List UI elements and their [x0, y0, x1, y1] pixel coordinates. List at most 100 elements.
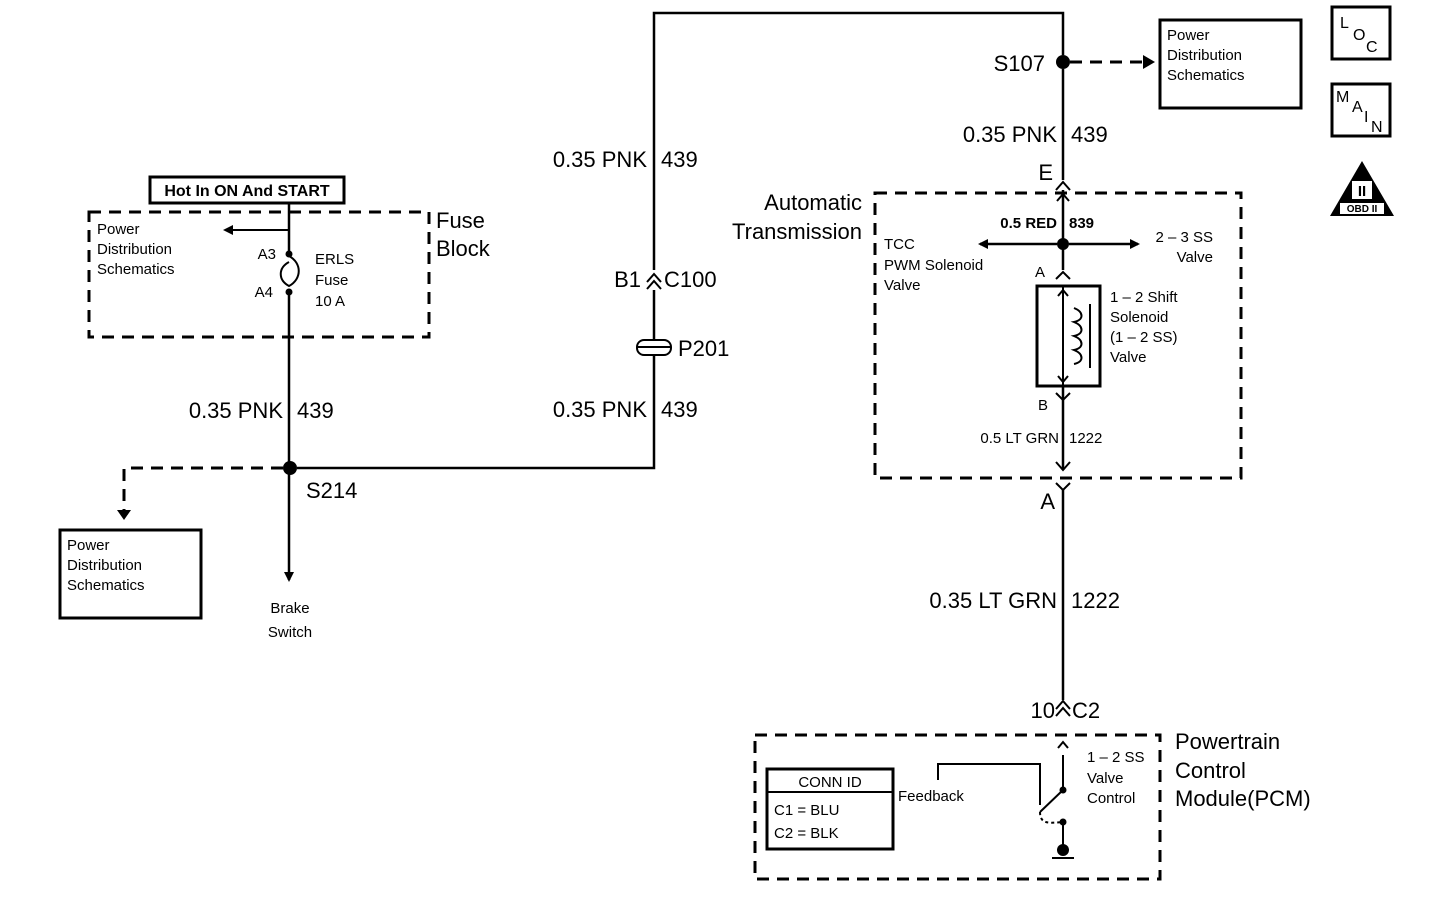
solenoid-label-3: (1 – 2 SS) — [1110, 329, 1178, 346]
center-upper-circuit: 439 — [661, 147, 698, 172]
solenoid-pin-a: A — [1035, 264, 1045, 281]
pcm-title-3: Module(PCM) — [1175, 786, 1311, 811]
pcm-feed-gauge: 0.35 LT GRN — [929, 588, 1057, 613]
loc-icon-c: C — [1366, 39, 1378, 56]
trans-bottom-circuit: 1222 — [1069, 430, 1102, 447]
connector-c100-pin: B1 — [614, 267, 641, 292]
hot-label: Hot In ON And START — [164, 183, 330, 200]
feedback-label: Feedback — [898, 788, 964, 805]
conn-id-c2: C2 = BLK — [774, 825, 839, 842]
conn-id-c1: C1 = BLU — [774, 802, 839, 819]
fuse-block: Fuse Block Power Distribution Schematics… — [87, 208, 491, 339]
splice-s214 — [283, 461, 297, 475]
arrow-to-pds-bottom — [117, 510, 131, 520]
connector-c100-name: C100 — [664, 267, 717, 292]
wire-s214-to-p201 — [297, 355, 656, 470]
pds-box-top-right: Power Distribution Schematics — [1158, 18, 1303, 110]
loc-icon-o: O — [1353, 27, 1365, 44]
main-icon-m: M — [1336, 89, 1349, 106]
center-lower-gauge: 0.35 PNK — [553, 397, 647, 422]
pds-bottom-line-2: Distribution — [67, 557, 142, 574]
fuse-label-3: 10 A — [315, 293, 345, 310]
fuse-symbol — [279, 255, 300, 288]
grommet-p201-label: P201 — [678, 336, 729, 361]
connector-e-inner-symbol — [1056, 192, 1070, 202]
connector-a-symbol — [1055, 482, 1071, 492]
splice-s107-label: S107 — [994, 51, 1045, 76]
transmission-title-2: Transmission — [732, 219, 862, 244]
tcc-label-2: PWM Solenoid — [884, 257, 983, 274]
ss23-label-1: 2 – 3 SS — [1155, 229, 1213, 246]
trans-internal-splice — [1057, 238, 1069, 250]
pcm-title-1: Powertrain — [1175, 729, 1280, 754]
terminal-a3-dot — [285, 250, 293, 258]
tcc-label-3: Valve — [884, 277, 920, 294]
splice-s214-label: S214 — [306, 478, 357, 503]
main-icon-n: N — [1371, 119, 1383, 136]
fuse-block-title-2: Block — [436, 236, 491, 261]
pcm-ctrl-label-2: Valve — [1087, 770, 1123, 787]
hot-label-box: Hot In ON And START — [148, 175, 346, 205]
fuse-block-pds-2: Distribution — [97, 241, 172, 258]
loc-icon-l: L — [1340, 15, 1349, 32]
connector-trans-a: A — [1040, 489, 1055, 514]
right-upper-gauge: 0.35 PNK — [963, 122, 1057, 147]
fuse-block-outline — [87, 210, 431, 339]
trans-top-circuit: 839 — [1069, 215, 1094, 232]
solenoid-1-2 — [1035, 284, 1102, 388]
pcm-title-2: Control — [1175, 758, 1246, 783]
fuse-block-pds-3: Schematics — [97, 261, 175, 278]
pds-bottom-line-1: Power — [67, 537, 110, 554]
solenoid-label-4: Valve — [1110, 349, 1146, 366]
feedback-line — [937, 763, 1041, 805]
terminal-a4: A4 — [255, 284, 273, 301]
pds-box-bottom-left: Power Distribution Schematics — [58, 528, 203, 620]
connector-a-inner-symbol — [1055, 461, 1071, 472]
brake-switch-label-1: Brake — [270, 600, 309, 617]
solenoid-label-2: Solenoid — [1110, 309, 1168, 326]
ss23-label-2: Valve — [1177, 249, 1213, 266]
pcm-feed-circuit: 1222 — [1071, 588, 1120, 613]
pcm-ctrl-label-3: Control — [1087, 790, 1135, 807]
grommet-p201 — [636, 339, 672, 356]
fuse-block-pds-1: Power — [97, 221, 140, 238]
obd-ii-numeral: II — [1358, 183, 1366, 200]
transmission-outline — [873, 191, 1243, 480]
center-upper-gauge: 0.35 PNK — [553, 147, 647, 172]
fuse-block-title-1: Fuse — [436, 208, 485, 233]
wire-c100-to-s107 — [652, 11, 1065, 270]
trans-bottom-gauge: 0.5 LT GRN — [980, 430, 1059, 447]
ground-icon — [1057, 844, 1069, 856]
splice-s107 — [1056, 55, 1070, 69]
pds-bottom-line-3: Schematics — [67, 577, 145, 594]
pcm-switch-blade — [1039, 789, 1064, 813]
connector-trans-e: E — [1038, 160, 1053, 185]
main-icon[interactable]: M A I N — [1330, 82, 1392, 138]
trans-top-gauge: 0.5 RED — [1000, 215, 1057, 232]
solenoid-label-1: 1 – 2 Shift — [1110, 289, 1178, 306]
obd-ii-label: OBD II — [1347, 204, 1378, 215]
brake-switch-label-2: Switch — [268, 624, 312, 641]
connector-c2-symbol — [1055, 699, 1071, 717]
connector-e-symbol — [1055, 180, 1071, 191]
fuse-label-1: ERLS — [315, 251, 354, 268]
center-lower-circuit: 439 — [661, 397, 698, 422]
obd-ii-icon[interactable]: II OBD II — [1330, 161, 1394, 216]
fuse-label-2: Fuse — [315, 272, 348, 289]
pcm-switch-link — [1039, 811, 1064, 824]
connector-pcm-c2: C2 — [1072, 698, 1100, 723]
loc-icon[interactable]: L O C — [1330, 5, 1392, 61]
pcm-outline — [753, 733, 1162, 881]
left-wire-gauge: 0.35 PNK — [189, 398, 283, 423]
dashed-to-pds-bottom — [122, 466, 283, 512]
connector-c100-symbol — [646, 272, 662, 290]
pcm-switch-entry — [1057, 740, 1069, 749]
arrow-to-pds-top — [1143, 55, 1155, 69]
pcm-ctrl-label-1: 1 – 2 SS — [1087, 749, 1145, 766]
tcc-label-1: TCC — [884, 236, 915, 253]
conn-id-table: CONN ID C1 = BLU C2 = BLK — [765, 767, 895, 851]
pds-top-line-1: Power — [1167, 27, 1210, 44]
right-upper-circuit: 439 — [1071, 122, 1108, 147]
solenoid-pin-a-symbol — [1055, 270, 1071, 280]
left-wire-circuit: 439 — [297, 398, 334, 423]
